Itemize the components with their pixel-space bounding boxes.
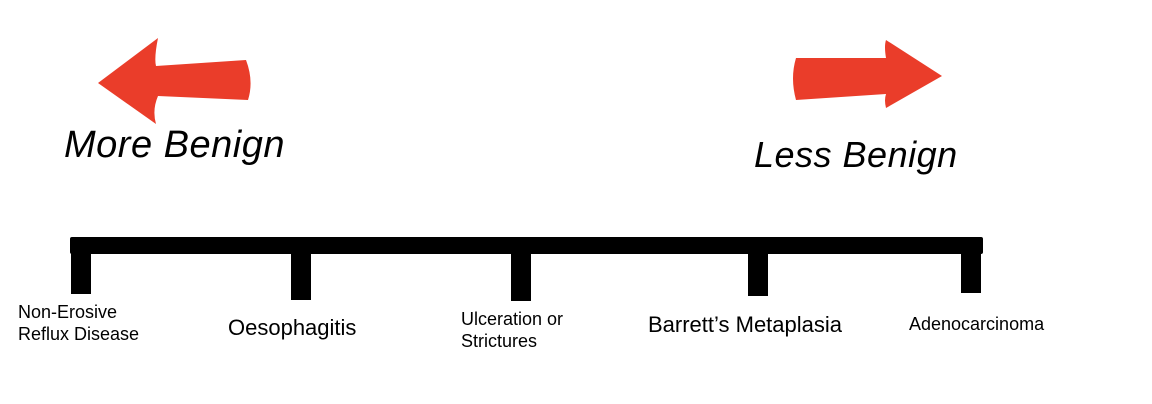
stage-label-line: Non-Erosive <box>18 302 118 322</box>
scale-tick <box>291 248 311 300</box>
left-arrow-icon <box>96 36 256 126</box>
stage-label-adenocarcinoma: Adenocarcinoma <box>909 314 1044 336</box>
stage-label-ulceration-or-strictures: Ulceration or Strictures <box>461 309 563 352</box>
stage-label-barretts-metaplasia: Barrett’s Metaplasia <box>648 312 842 338</box>
stage-label-line: Adenocarcinoma <box>909 314 1045 334</box>
scale-tick <box>71 248 91 294</box>
stage-label-non-erosive-reflux-disease: Non-Erosive Reflux Disease <box>18 302 139 345</box>
stage-label-line: Strictures <box>461 330 538 351</box>
more-benign-label: More Benign <box>64 124 285 166</box>
stage-label-oesophagitis: Oesophagitis <box>228 315 356 341</box>
scale-tick <box>748 248 768 296</box>
scale-tick <box>511 248 531 301</box>
stage-label-line: Ulceration or <box>461 309 564 329</box>
less-benign-label: Less Benign <box>754 134 958 175</box>
stage-label-line: Oesophagitis <box>228 315 357 340</box>
scale-tick <box>961 248 981 293</box>
right-arrow-icon <box>788 38 948 110</box>
stage-label-line: Reflux Disease <box>18 323 140 344</box>
stage-label-line: Barrett’s Metaplasia <box>648 312 843 337</box>
